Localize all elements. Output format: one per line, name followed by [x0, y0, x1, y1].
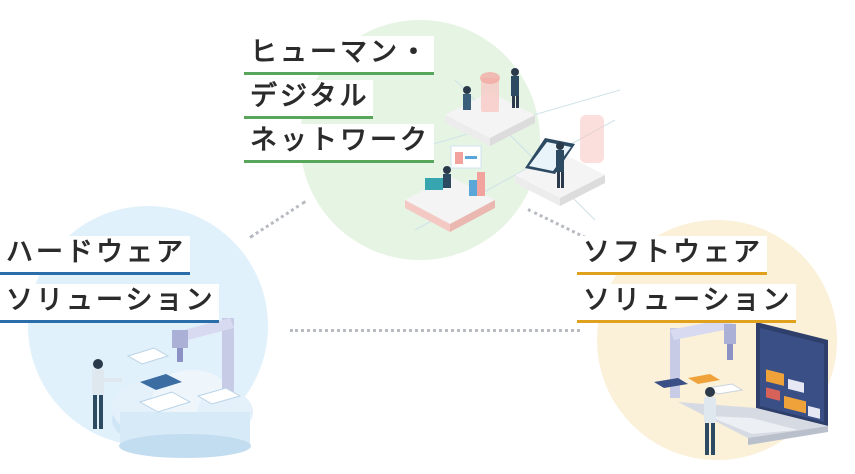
hardware-label-line-2: ソリューション: [0, 284, 220, 323]
software-label-line-2: ソリューション: [577, 284, 797, 323]
human-digital-label-line-3: ネットワーク: [244, 124, 434, 163]
human-digital-label-line-2: デジタル: [244, 80, 374, 119]
human-digital-label-line-1: ヒューマン・: [244, 36, 434, 75]
hardware-label-line-1: ハードウェア: [0, 236, 190, 275]
cloud-robot-arm-illustration: [92, 318, 253, 458]
connector-hardware-network: [249, 200, 307, 239]
laptop-dashboard-robot-arm-illustration: [654, 318, 828, 455]
isometric-office-workers-illustration: [395, 68, 620, 232]
software-label-line-1: ソフトウェア: [577, 236, 767, 275]
connector-hardware-software: [290, 329, 580, 332]
